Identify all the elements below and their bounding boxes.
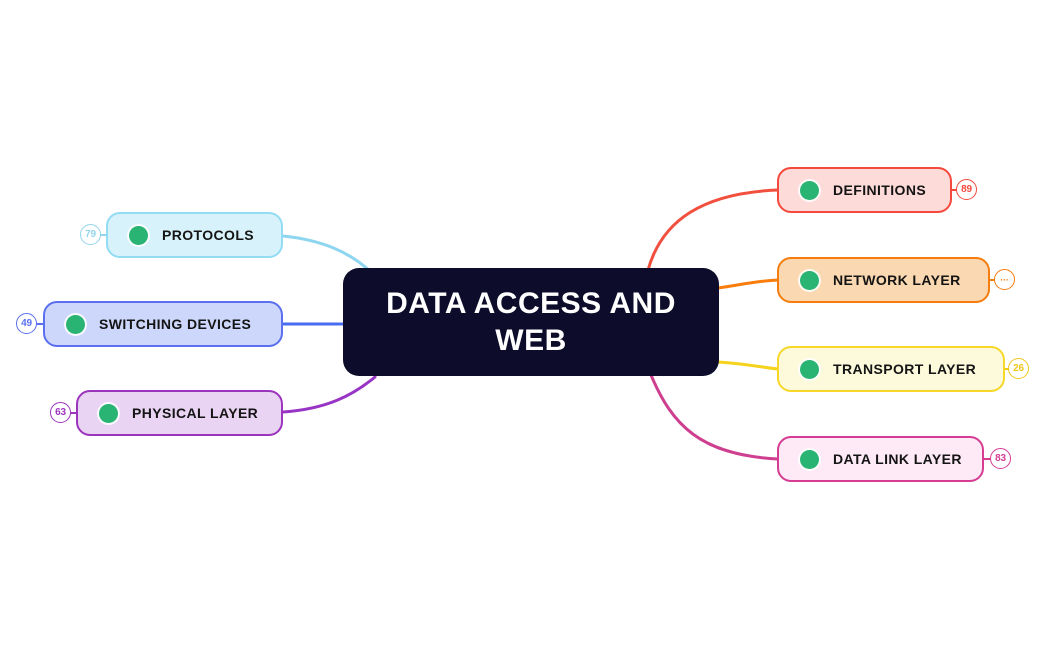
topic-label: DATA LINK LAYER [833,451,962,467]
connector-transport [716,360,780,371]
topic-data-link-layer[interactable]: DATA LINK LAYER [777,436,984,482]
topic-definitions[interactable]: DEFINITIONS [777,167,952,213]
topic-label: PHYSICAL LAYER [132,405,259,421]
count-badge-definitions[interactable]: 89 [956,179,977,200]
connector-network [716,278,780,290]
topic-bullet-icon [99,403,118,423]
count-badge-physical[interactable]: 63 [50,402,71,423]
topic-bullet-icon [800,359,819,379]
ellipsis-badge-network[interactable]: ··· [994,269,1015,290]
count-badge-switching[interactable]: 49 [16,313,37,334]
topic-label: DEFINITIONS [833,182,927,198]
topic-label: SWITCHING DEVICES [99,316,252,332]
topic-bullet-icon [129,225,148,245]
central-topic-label: DATA ACCESS AND WEB [386,286,676,358]
topic-physical-layer[interactable]: PHYSICAL LAYER [76,390,283,436]
count-badge-datalink[interactable]: 83 [990,448,1011,469]
topic-bullet-icon [800,180,819,200]
topic-label: NETWORK LAYER [833,272,961,288]
connector-definitions [646,188,780,272]
count-badge-transport[interactable]: 26 [1008,358,1029,379]
topic-transport-layer[interactable]: TRANSPORT LAYER [777,346,1005,392]
topic-bullet-icon [800,270,819,290]
connector-physical [281,375,377,414]
central-topic[interactable]: DATA ACCESS AND WEB [343,268,719,376]
topic-switching-devices[interactable]: SWITCHING DEVICES [43,301,283,347]
topic-protocols[interactable]: PROTOCOLS [106,212,283,258]
connector-protocols [281,234,374,275]
topic-label: TRANSPORT LAYER [833,361,977,377]
connector-datalink [649,373,780,461]
count-badge-protocols[interactable]: 79 [80,224,101,245]
topic-label: PROTOCOLS [162,227,255,243]
topic-bullet-icon [800,449,819,469]
topic-bullet-icon [66,314,85,334]
topic-network-layer[interactable]: NETWORK LAYER [777,257,990,303]
